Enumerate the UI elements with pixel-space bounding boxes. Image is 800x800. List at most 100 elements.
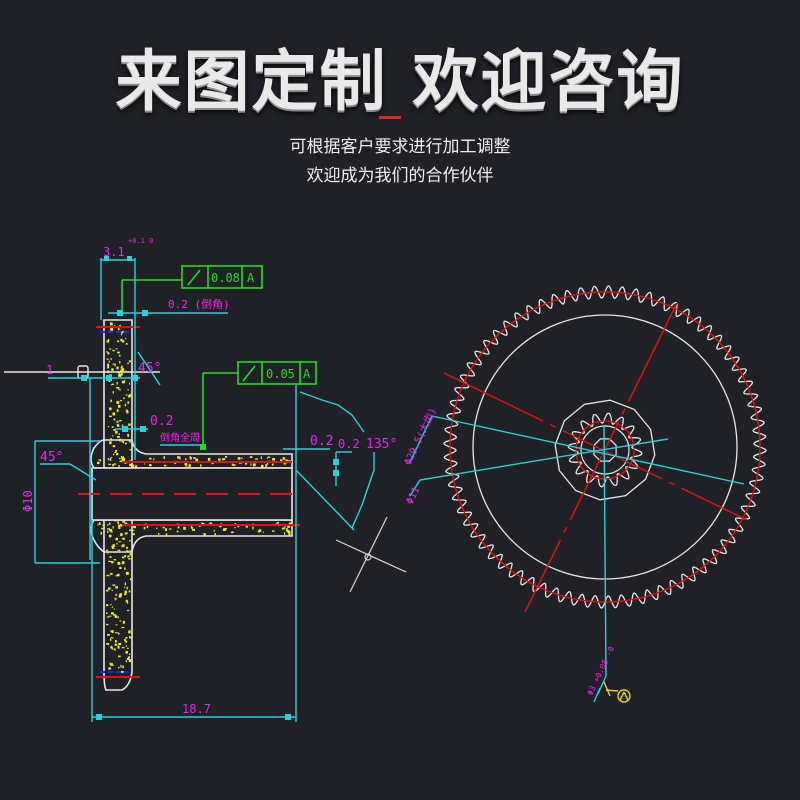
hatch-dot — [98, 522, 101, 525]
hub-polygon — [554, 399, 656, 501]
hatch-dot — [224, 528, 227, 530]
hatch-dot — [117, 436, 120, 438]
gear-center-lines — [443, 302, 748, 613]
hatch-dot — [109, 662, 111, 665]
hatch-dot — [192, 528, 195, 531]
hatch-dot — [118, 433, 120, 435]
hatch-dot — [122, 621, 125, 624]
hatch-dot — [122, 556, 125, 559]
hatch-dot — [117, 404, 121, 408]
hatch-dot — [110, 630, 112, 633]
hatch-dot — [225, 456, 227, 458]
hatch-dot — [98, 459, 101, 461]
hatch-dot — [117, 388, 119, 390]
gdt-leader-dot — [200, 444, 206, 450]
gdt-1-value: 0.08 — [211, 271, 240, 285]
hatch-dot — [118, 525, 121, 528]
hatch-dot — [122, 340, 125, 343]
hatch-dot — [129, 540, 131, 542]
hatch-dot — [121, 537, 124, 540]
hatch-dot — [112, 664, 114, 666]
hatch-dot — [280, 459, 283, 462]
hatch-dot — [125, 532, 128, 535]
accent-bar — [379, 116, 401, 119]
hatch-dot — [118, 524, 120, 527]
hatch-dot — [114, 597, 116, 601]
hatch-dot — [111, 545, 114, 548]
hatch-dot — [165, 533, 168, 536]
hatch-dot — [112, 464, 114, 467]
hatch-dot — [109, 441, 112, 445]
hatch-dot — [118, 646, 120, 649]
hatch-dot — [124, 403, 127, 407]
gdt-frame-1 — [121, 265, 263, 312]
hatch-dot — [284, 532, 286, 535]
hatch-dot — [119, 593, 122, 597]
hatch-dot — [222, 458, 226, 461]
hatch-dot — [129, 463, 132, 467]
hatch-dot — [185, 465, 188, 467]
label-small-diameter: Φ11 — [405, 485, 423, 506]
hatch-dot — [110, 604, 112, 606]
hatch-dot — [107, 363, 109, 367]
hatch-dot — [117, 549, 121, 551]
hatch-dot — [112, 445, 116, 448]
dimension-lines — [34, 258, 375, 722]
hatch-dot — [108, 534, 112, 538]
note-chamfer-top: 0.2 (倒角) — [168, 298, 230, 311]
hatch-dot — [114, 640, 117, 643]
hatch-dot — [115, 348, 118, 350]
hatch-dot — [266, 457, 269, 459]
hatch-dot — [260, 456, 262, 460]
hatch-dot — [124, 583, 126, 586]
hatch-dot — [113, 418, 116, 421]
hatch-dot — [163, 464, 167, 467]
hatch-dot — [117, 351, 120, 354]
circular-runout-icon — [187, 269, 201, 286]
hatch-dot — [213, 529, 215, 532]
hatch-dot — [202, 523, 205, 525]
hatch-dot — [111, 630, 114, 633]
hatch-dot — [106, 549, 109, 552]
hatch-dot — [108, 522, 111, 525]
hatch-dot — [133, 525, 136, 529]
hatch-dot — [143, 527, 146, 530]
hatch-dot — [125, 343, 128, 345]
hatch-dot — [285, 529, 288, 532]
hatch-dot — [112, 363, 115, 365]
hatch-dot — [116, 409, 119, 413]
hatch-dot — [108, 529, 112, 532]
hatch-dot — [121, 332, 123, 334]
hatch-dot — [106, 604, 109, 607]
hatch-dot — [106, 358, 109, 360]
hatch-dot — [127, 609, 130, 612]
hatch-dot — [126, 586, 128, 590]
hatch-dot — [132, 465, 134, 469]
hatch-dot — [125, 640, 128, 643]
hatch-dot — [119, 460, 123, 463]
hatch-dot — [118, 420, 122, 422]
hatch-dot — [284, 458, 286, 461]
hatch-dot — [125, 394, 128, 396]
hatch-dot — [107, 530, 109, 533]
hatch-dot — [112, 349, 115, 352]
hatch-dot — [119, 438, 122, 442]
hatch-dot — [123, 537, 125, 540]
hatch-dot — [107, 426, 110, 428]
hatch-dot — [245, 525, 248, 528]
hatch-dot — [101, 527, 104, 530]
hatch-dot — [116, 420, 119, 423]
hatch-dot — [190, 525, 192, 528]
circular-runout-icon — [242, 365, 256, 382]
hatch-dot — [111, 589, 113, 591]
hatch-dot — [112, 526, 114, 529]
hatch-dot — [232, 464, 236, 466]
hatch-dot — [121, 424, 124, 428]
hatch-dot — [122, 544, 124, 547]
hatch-dot — [116, 366, 119, 370]
hatch-dot — [128, 555, 130, 557]
gdt-1-datum: A — [247, 271, 255, 285]
crosshair-marker — [335, 516, 407, 593]
hatch-dot — [184, 462, 188, 466]
hatch-dot — [106, 643, 110, 645]
